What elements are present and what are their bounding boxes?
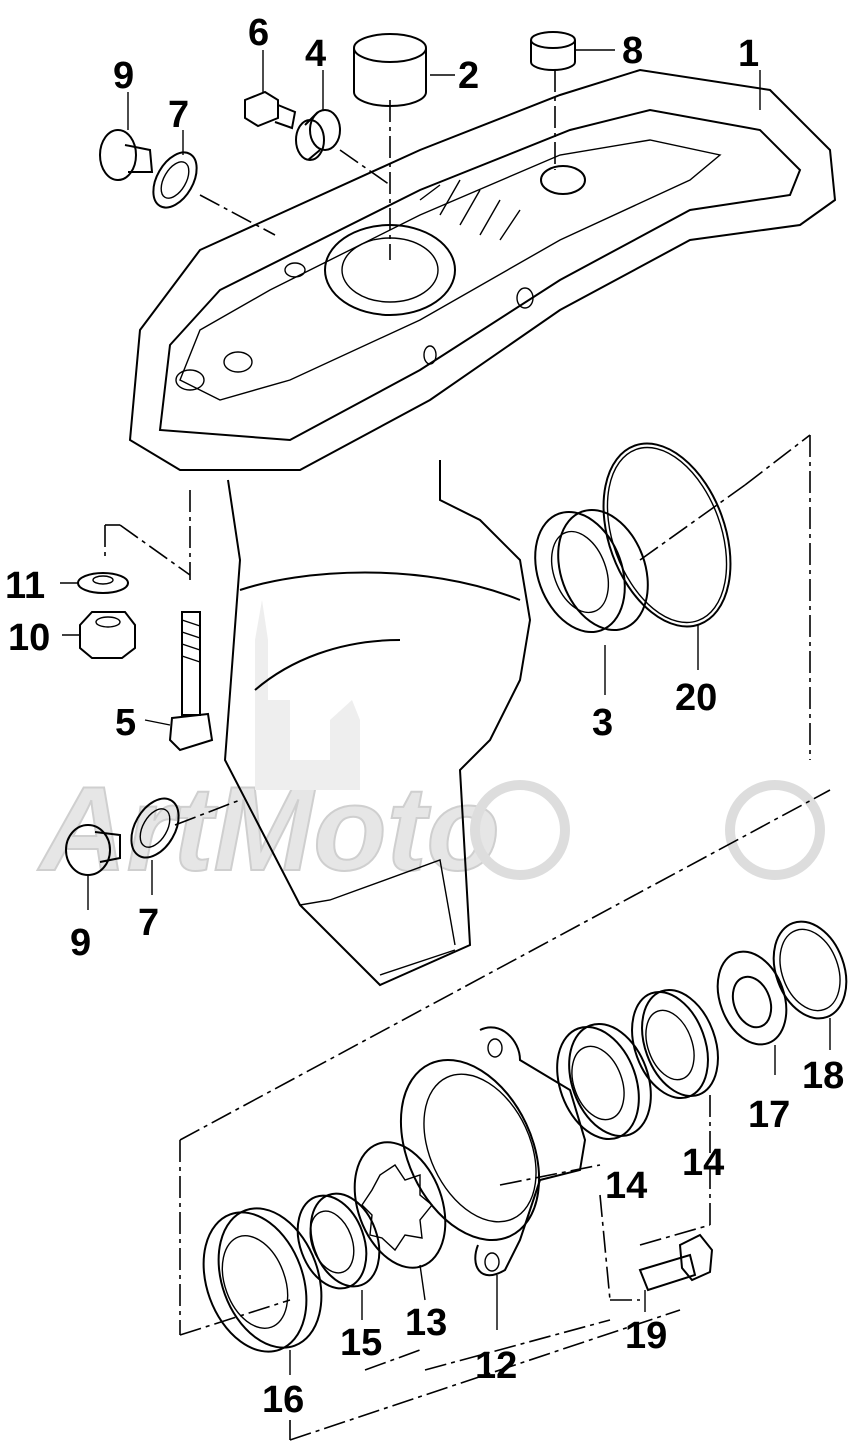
part-7-washer-lower [130, 797, 180, 859]
part-2-bushing [353, 33, 427, 107]
callout-9-lower: 9 [70, 922, 91, 964]
callout-12: 12 [475, 1345, 517, 1387]
callout-7-lower: 7 [138, 902, 159, 944]
part-16-bearing [202, 1207, 323, 1353]
part-20-o-ring [602, 442, 732, 628]
callout-6: 6 [248, 12, 269, 54]
callout-20: 20 [675, 677, 717, 719]
watermark: ArtMoto [36, 600, 825, 897]
part-3-bearing [534, 508, 649, 634]
callout-8: 8 [622, 30, 643, 72]
callout-13: 13 [405, 1302, 447, 1344]
part-13-retainer [353, 1141, 447, 1269]
leader-lines [104, 70, 831, 1441]
callout-10: 10 [8, 617, 50, 659]
callout-15: 15 [340, 1322, 382, 1364]
callout-labels: 1 2 3 4 5 6 7 7 8 9 9 10 11 12 13 14 14 … [5, 12, 844, 1421]
part-18-washer [772, 920, 848, 1020]
part-12-bearing-housing [399, 1026, 587, 1277]
callout-1: 1 [738, 33, 759, 75]
part-5-stud-bolt [168, 611, 214, 752]
part-9-plug-upper [99, 129, 154, 181]
part-14-bearing-left [556, 1022, 652, 1141]
callout-4: 4 [305, 33, 326, 75]
callout-5: 5 [115, 702, 136, 744]
callout-7-upper: 7 [168, 94, 189, 136]
callout-9-upper: 9 [113, 55, 134, 97]
callout-14-right: 14 [682, 1142, 724, 1184]
callout-17: 17 [748, 1094, 790, 1136]
callout-19: 19 [625, 1315, 667, 1357]
callout-18: 18 [802, 1055, 844, 1097]
part-14-bearing-right [631, 988, 719, 1100]
watermark-wheel-left [470, 780, 570, 880]
callout-11: 11 [5, 565, 45, 607]
part-17-ring-nut [716, 950, 788, 1046]
part-19-bolt [638, 1233, 714, 1292]
part-4-collar [295, 109, 341, 161]
watermark-city-silhouette [255, 600, 360, 790]
callout-14-left: 14 [605, 1165, 647, 1207]
callout-16: 16 [262, 1379, 304, 1421]
callout-3: 3 [592, 702, 613, 744]
part-8-dowel [530, 31, 576, 71]
callout-pointers [60, 49, 831, 1375]
part-11-washer [77, 572, 129, 594]
watermark-wheel-right [725, 780, 825, 880]
part-9-plug-lower [65, 824, 121, 876]
callout-2: 2 [458, 55, 479, 97]
part-7-washer-upper [152, 151, 198, 209]
part-15-bearing [296, 1192, 381, 1290]
part-10-nut [79, 611, 136, 659]
part-6-bolt [244, 90, 297, 130]
